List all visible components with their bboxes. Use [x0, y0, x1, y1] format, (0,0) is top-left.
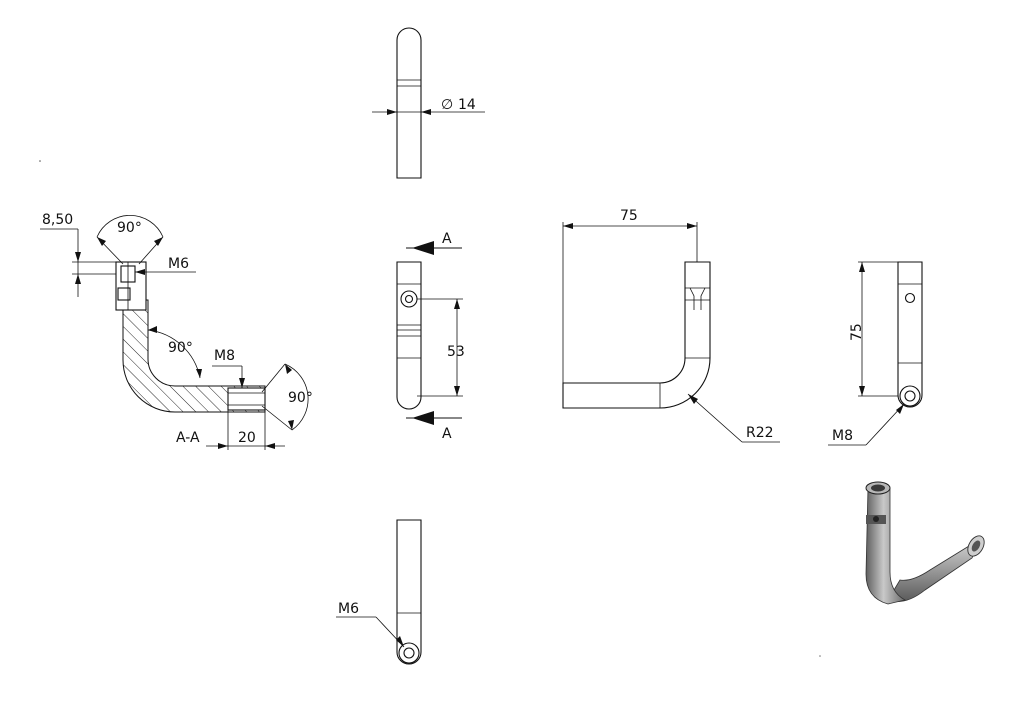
top-view: ∅ 14 [372, 27, 485, 179]
dimension-arrow [285, 364, 292, 374]
leader-arrow [688, 394, 698, 404]
dimension-arrow [563, 223, 573, 229]
front-view: A A 53 [396, 231, 465, 442]
m8-thread-inner [904, 390, 916, 402]
height-53-label: 53 [447, 344, 465, 360]
height-75-label: 75 [849, 323, 865, 341]
dimension-arrow [387, 109, 397, 115]
bottom-view-outline [396, 519, 422, 665]
cross-hole-inner [404, 294, 414, 304]
top-angle-label: 90° [117, 220, 142, 236]
section-arrow-top [412, 241, 434, 255]
dimension-arrow [454, 299, 460, 309]
leader-arrow [396, 636, 404, 647]
dimension-arrow [75, 252, 81, 262]
end-view-outline [897, 261, 923, 408]
angle-arc [96, 215, 164, 238]
extension-line [261, 405, 293, 431]
bend-angle-label: 90° [168, 340, 193, 356]
diameter-value-label: 14 [458, 97, 476, 113]
leader-arrow [135, 269, 145, 275]
diameter-symbol: ∅ [441, 97, 453, 113]
dimension-arrow [288, 420, 294, 430]
cross-hole-3d [873, 516, 879, 522]
end-bore [971, 540, 981, 552]
stray-mark [819, 655, 821, 657]
section-view-a-a: 8,50 90° M6 90° M8 90° 20 [40, 212, 313, 450]
m6-thread-hidden [689, 287, 706, 310]
cross-hole [904, 292, 916, 304]
length-20-label: 20 [238, 430, 256, 446]
stray-mark [39, 160, 41, 162]
dimension-arrow [154, 237, 163, 246]
m6-thread-inner [403, 647, 415, 659]
side-view: 75 R22 [562, 208, 780, 443]
dimension-arrow [421, 109, 431, 115]
dimension-arrow [196, 369, 202, 378]
side-view-outline [562, 261, 711, 409]
radius-22-label: R22 [746, 425, 774, 441]
isometric-3d-view [865, 481, 985, 605]
dimension-arrow [218, 443, 228, 449]
cross-hole [117, 287, 131, 301]
dimension-arrow [454, 386, 460, 396]
end-view: 75 M8 [828, 261, 923, 446]
extension-line [261, 363, 286, 393]
dimension-arrow [265, 443, 275, 449]
m8-thread-bore [227, 387, 266, 411]
right-angle-arc [284, 363, 309, 431]
leader-arrow [896, 404, 904, 414]
right-angle-label: 90° [288, 390, 313, 406]
top-view-outline [396, 27, 422, 179]
dimension-arrow [148, 326, 157, 333]
dimension-arrow [859, 262, 865, 272]
leader-arrow [239, 378, 245, 388]
section-body-hatched [122, 299, 266, 413]
section-arrow-bottom [412, 411, 434, 425]
section-arrow-bottom-label: A [442, 426, 452, 442]
section-arrow-top-label: A [442, 231, 452, 247]
dimension-arrow [687, 223, 697, 229]
dimension-arrow [97, 237, 106, 246]
top-bore [871, 484, 885, 492]
chamfer-dimension-label: 8,50 [42, 212, 73, 228]
bottom-view: M6 [336, 519, 422, 665]
dimension-arrow [859, 386, 865, 396]
width-75-label: 75 [620, 208, 638, 224]
m8-section-label: M8 [214, 348, 235, 364]
m6-bottom-label: M6 [338, 601, 359, 617]
section-title-label: A-A [176, 430, 200, 446]
m8-side-label: M8 [832, 428, 853, 444]
r22-leader [687, 393, 743, 443]
m6-section-label: M6 [168, 256, 189, 272]
dimension-arrow [75, 274, 81, 284]
